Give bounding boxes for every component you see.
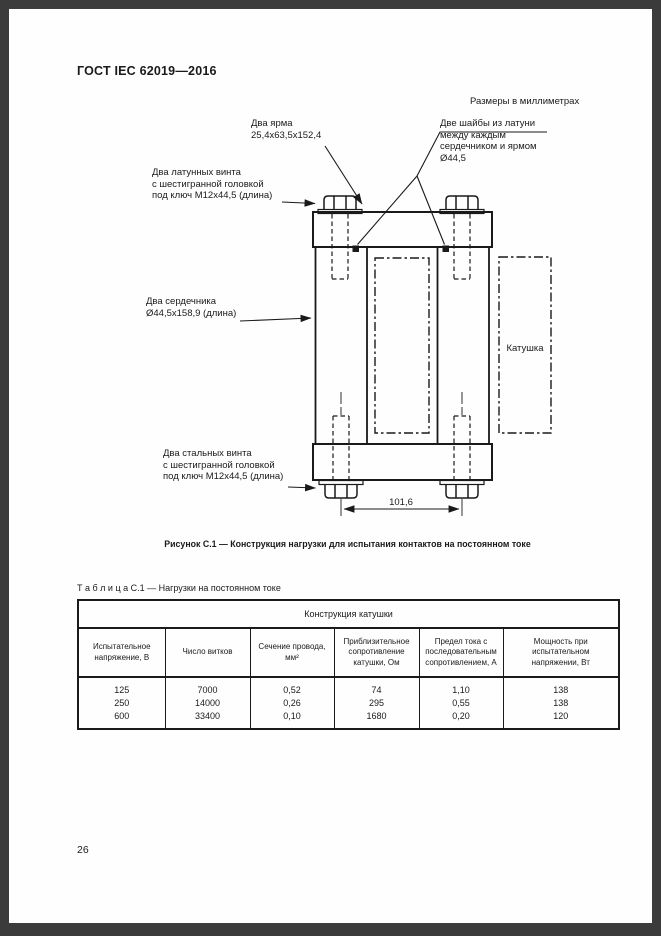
cell: 295	[333, 697, 419, 710]
cell: 600	[114, 711, 130, 721]
cell: 250	[114, 698, 130, 708]
cell: 0,55	[418, 697, 503, 710]
cell: 125	[114, 685, 130, 695]
cell: 120	[502, 710, 620, 729]
cell: 0,26	[249, 697, 334, 710]
col-header-power: Мощность при испытательном напряжении, В…	[502, 628, 620, 678]
table-group-header: Конструкция катушки	[78, 600, 620, 629]
label-brass-screws: Два латунных винта с шестигранной головк…	[152, 167, 273, 201]
leader-steel-screws	[287, 483, 317, 492]
steel-bolt-right	[439, 392, 485, 516]
dimensions-note: Размеры в миллиметрах	[470, 96, 580, 107]
cell: 1680	[333, 710, 419, 729]
brass-washer-right	[442, 245, 449, 252]
cell: 74	[333, 677, 419, 697]
coil-outline-center	[374, 257, 430, 434]
bottom-yoke	[312, 443, 493, 481]
left-core	[314, 246, 368, 445]
leader-cores	[239, 314, 312, 323]
cell: 0,20	[418, 710, 503, 729]
table-row: 125 7000 0,52 74 1,10 138	[78, 677, 620, 697]
table-c1: Конструкция катушки Испытательное напряж…	[77, 599, 621, 730]
label-brass-washers: Две шайбы из латуни между каждым сердечн…	[440, 118, 537, 164]
table-row: 250 14000 0,26 295 0,55 138	[78, 697, 620, 710]
cell: 0,52	[249, 677, 334, 697]
right-core	[436, 246, 490, 445]
col-header-voltage: Испытательное напряжение, В	[78, 628, 165, 678]
table-title: Т а б л и ц а С.1 — Нагрузки на постоянн…	[77, 583, 281, 593]
cell: 138	[502, 697, 620, 710]
cell: 0,10	[249, 710, 334, 729]
col-header-current: Предел тока с последовательным сопротивл…	[418, 628, 503, 678]
cell: 33400	[164, 710, 250, 729]
label-yokes: Два ярма 25,4x63,5x152,4	[251, 118, 322, 141]
leader-washers	[357, 131, 547, 245]
table-column-header-row: Испытательное напряжение, В Число витков…	[78, 628, 620, 678]
figure-caption: Рисунок С.1 — Конструкция нагрузки для и…	[164, 539, 531, 549]
cell: 7000	[164, 677, 250, 697]
table-group-header-row: Конструкция катушки	[78, 600, 620, 629]
coil-outline-side	[498, 256, 552, 434]
leader-yokes	[324, 145, 363, 205]
leader-brass-screws	[281, 199, 316, 207]
brass-washer-left	[352, 245, 359, 252]
col-header-resistance: Приблизительное сопротивление катушки, О…	[333, 628, 419, 678]
top-yoke	[312, 211, 493, 248]
standard-number: ГОСТ IEC 62019—2016	[77, 64, 217, 78]
dimension-value: 101,6	[389, 497, 413, 508]
page-number: 26	[77, 844, 89, 856]
cell: 14000	[164, 697, 250, 710]
brass-bolt-left	[317, 195, 363, 280]
steel-bolt-left	[318, 392, 364, 516]
table-row: 600 33400 0,10 1680 0,20 120	[78, 710, 620, 729]
col-header-wire: Сечение провода, мм²	[249, 628, 334, 678]
label-steel-screws: Два стальных винта с шестигранной головк…	[163, 448, 284, 482]
label-coil: Катушка	[506, 343, 544, 354]
label-cores: Два сердечника Ø44,5x158,9 (длина)	[146, 296, 237, 319]
cell: 138	[502, 677, 620, 697]
brass-bolt-right	[439, 195, 485, 280]
cell: 1,10	[418, 677, 503, 697]
leader-lines	[239, 131, 547, 492]
col-header-turns: Число витков	[164, 628, 250, 678]
